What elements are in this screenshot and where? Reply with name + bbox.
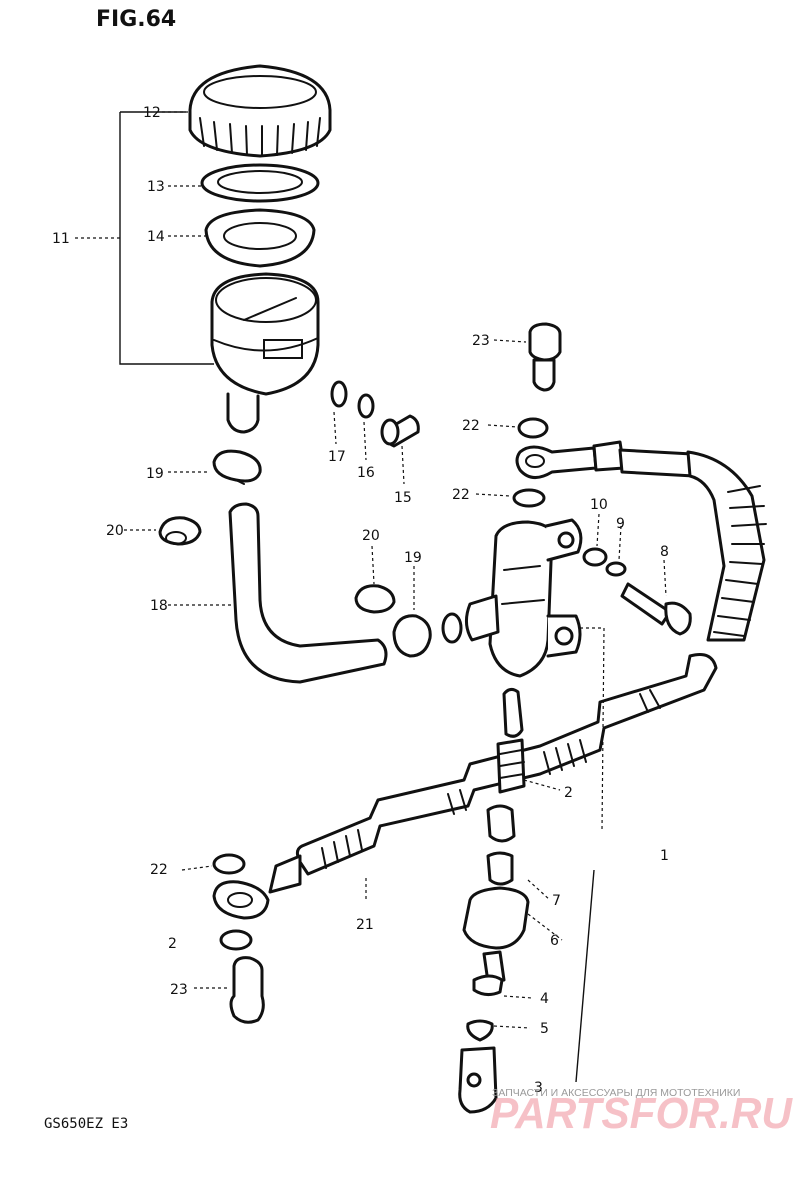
callout-3: 3 xyxy=(534,1080,543,1096)
master-cylinder-internals xyxy=(458,687,530,1114)
screw-15 xyxy=(330,380,420,448)
reservoir-hose-18 xyxy=(228,502,388,684)
hose-clip-20-right xyxy=(354,584,396,614)
callout-11: 11 xyxy=(52,231,70,247)
callout-2-lower: 2 xyxy=(168,936,177,952)
callouts: 12 13 14 11 23 22 22 17 16 15 19 20 20 1… xyxy=(52,105,669,1096)
reservoir-tank xyxy=(210,272,320,434)
bolt-8 xyxy=(582,547,692,636)
union-bolt-23-lower xyxy=(212,853,265,1024)
callout-18: 18 xyxy=(150,598,168,614)
callout-20-right: 20 xyxy=(362,528,380,544)
washer-22-upper xyxy=(517,417,549,439)
callout-22-middle: 22 xyxy=(452,487,470,503)
callout-23-upper: 23 xyxy=(472,333,490,349)
figure-title: FIG.64 xyxy=(96,7,176,32)
callout-22-lower: 22 xyxy=(150,862,168,878)
callout-22-upper: 22 xyxy=(462,418,480,434)
callout-12: 12 xyxy=(143,105,161,121)
hose-clamp-19-upper xyxy=(212,449,262,485)
callout-1: 1 xyxy=(660,848,669,864)
callout-16: 16 xyxy=(357,465,375,481)
callout-15: 15 xyxy=(394,490,412,506)
union-bolt-23-upper xyxy=(528,322,562,392)
callout-9: 9 xyxy=(616,516,625,532)
callout-4: 4 xyxy=(540,991,549,1007)
callout-6: 6 xyxy=(550,933,559,949)
leader-lines xyxy=(75,111,667,1083)
callout-20-left: 20 xyxy=(106,523,124,539)
callout-8: 8 xyxy=(660,544,669,560)
callout-14: 14 xyxy=(147,229,165,245)
watermark: ЗАПЧАСТИ И АКСЕССУАРЫ ДЛЯ МОТОТЕХНИКИ PA… xyxy=(490,1087,793,1138)
hose-clamp-19-lower xyxy=(392,614,432,658)
brake-hose-upper xyxy=(515,440,767,642)
callout-10: 10 xyxy=(590,497,608,513)
hose-clip-20-left xyxy=(158,516,202,546)
watermark-logo: PARTSFOR.RU xyxy=(490,1089,793,1138)
callout-17: 17 xyxy=(328,449,346,465)
washer-22-middle xyxy=(512,488,546,508)
brake-hose-21 xyxy=(212,653,718,920)
master-cylinder xyxy=(441,518,583,678)
callout-13: 13 xyxy=(147,179,165,195)
callout-2-upper: 2 xyxy=(564,785,573,801)
callout-19-upper: 19 xyxy=(146,466,164,482)
callout-21: 21 xyxy=(356,917,374,933)
watermark-caption: ЗАПЧАСТИ И АКСЕССУАРЫ ДЛЯ МОТОТЕХНИКИ xyxy=(492,1087,740,1099)
callout-5: 5 xyxy=(540,1021,549,1037)
callout-23-lower: 23 xyxy=(170,982,188,998)
model-code: GS650EZ E3 xyxy=(44,1116,128,1132)
reservoir-cap xyxy=(188,64,332,158)
cap-diaphragm-plate xyxy=(200,163,320,203)
callout-7: 7 xyxy=(552,893,561,909)
cap-diaphragm xyxy=(204,208,316,268)
callout-19-lower: 19 xyxy=(404,550,422,566)
